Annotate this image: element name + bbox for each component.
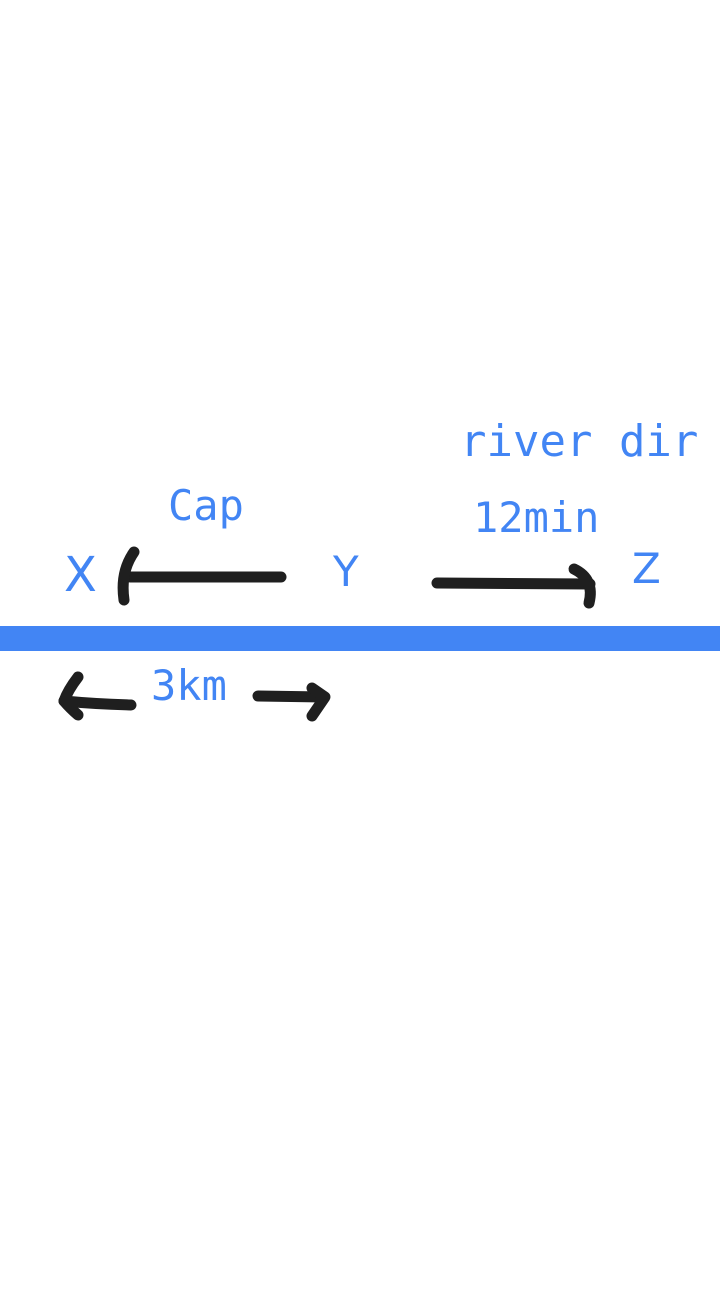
distance-arrow-right [252,682,331,722]
distance-label: 3km [151,661,227,710]
time-label: 12min [473,493,600,542]
right-arrow-y-to-z [431,563,596,609]
point-z-label: Z [632,544,661,593]
river-direction-label: river dir [460,416,699,467]
distance-arrow-left [58,671,137,721]
point-y-label: Y [333,547,359,596]
point-x-label: X [64,547,97,603]
river-line [0,626,720,651]
left-arrow-y-to-x [117,546,287,606]
cap-label: Cap [168,481,244,530]
